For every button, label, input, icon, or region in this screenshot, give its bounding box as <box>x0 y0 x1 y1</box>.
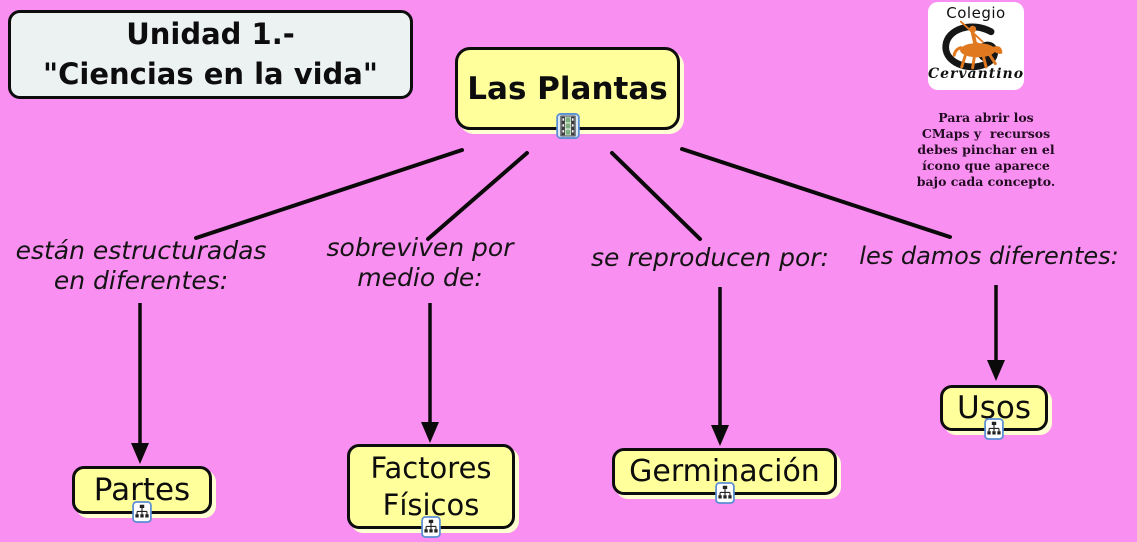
concept-partes[interactable]: Partes <box>72 466 212 523</box>
logo-subtitle: Cervantino <box>927 66 1025 82</box>
logo-title: Colegio <box>946 4 1006 22</box>
arrowhead-germinacion <box>711 425 729 446</box>
arrowhead-factores <box>421 422 439 443</box>
linking-phrase-uses: les damos diferentes: <box>859 242 1119 270</box>
instructions-note: Para abrir los CMaps y recursos debes pi… <box>916 110 1056 189</box>
concept-label: Las Plantas <box>467 70 668 107</box>
horse-rider-icon <box>935 20 1017 72</box>
connector-root-structure <box>194 148 464 240</box>
cmap-node-icon[interactable] <box>421 516 441 538</box>
school-logo: Colegio Cervantino <box>928 2 1024 90</box>
arrowhead-usos <box>987 360 1005 381</box>
connector-root-reproduction <box>610 151 702 241</box>
linking-phrase-survival: sobreviven por medio de: <box>326 233 514 292</box>
filmstrip-icon[interactable] <box>555 113 580 139</box>
arrowhead-partes <box>131 443 149 464</box>
unit-title-text: Unidad 1.- "Ciencias en la vida" <box>42 17 378 91</box>
cmap-node-icon[interactable] <box>132 501 152 523</box>
concept-germinacion[interactable]: Germinación <box>612 448 837 504</box>
linking-phrase-reproduction: se reproducen por: <box>591 243 829 272</box>
cmap-node-icon[interactable] <box>984 418 1004 440</box>
cmap-node-icon[interactable] <box>714 482 735 504</box>
connector-root-survival <box>426 151 529 241</box>
concept-label: Factores Físicos <box>370 451 492 522</box>
concept-factores-fisicos[interactable]: Factores Físicos <box>347 444 515 538</box>
concept-usos[interactable]: Usos <box>940 385 1048 440</box>
concept-las-plantas[interactable]: Las Plantas <box>455 47 680 139</box>
linking-phrase-structure: están estructuradas en diferentes: <box>15 236 267 295</box>
unit-title-box: Unidad 1.- "Ciencias en la vida" <box>8 10 413 99</box>
connector-root-uses <box>680 147 952 239</box>
